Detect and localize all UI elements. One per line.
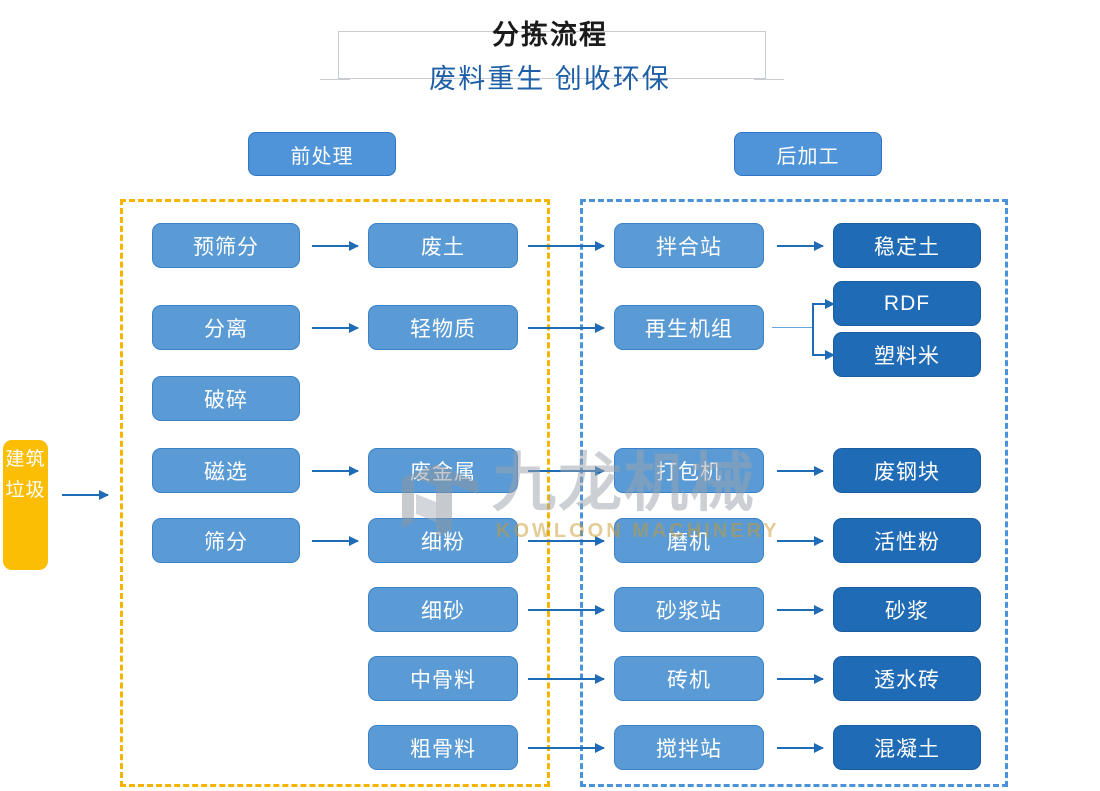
node-col1-3[interactable]: 磁选 <box>152 448 300 493</box>
arrow-branch-to-rdf <box>812 299 835 309</box>
arrow-col3-0-to-col4-0 <box>777 241 824 251</box>
node-col4-1[interactable]: RDF <box>833 281 981 326</box>
arrow-col2-5-to-col3-5 <box>528 674 605 684</box>
node-col2-2[interactable]: 废金属 <box>368 448 518 493</box>
arrow-col3-5-to-col4-6 <box>777 674 824 684</box>
node-col1-4[interactable]: 筛分 <box>152 518 300 563</box>
branch-stem-recycling-unit <box>772 327 814 328</box>
arrow-col1-3-to-col2-2 <box>312 466 359 476</box>
node-col2-0[interactable]: 废土 <box>368 223 518 268</box>
source-node-construction-waste[interactable]: 建筑垃圾 <box>3 440 48 570</box>
stage-label-preprocessing[interactable]: 前处理 <box>248 132 396 176</box>
node-col1-0[interactable]: 预筛分 <box>152 223 300 268</box>
title-decoration-frame <box>338 31 766 79</box>
node-col3-5[interactable]: 砖机 <box>614 656 764 701</box>
arrow-col1-0-to-col2-0 <box>312 241 359 251</box>
node-col3-3[interactable]: 磨机 <box>614 518 764 563</box>
stage-label-postprocessing[interactable]: 后加工 <box>734 132 882 176</box>
node-col2-6[interactable]: 粗骨料 <box>368 725 518 770</box>
arrow-col3-3-to-col4-4 <box>777 536 824 546</box>
node-col4-2[interactable]: 塑料米 <box>833 332 981 377</box>
node-col4-3[interactable]: 废钢块 <box>833 448 981 493</box>
node-col3-6[interactable]: 搅拌站 <box>614 725 764 770</box>
arrow-col3-2-to-col4-3 <box>777 466 824 476</box>
arrow-col2-1-to-col3-1 <box>528 323 605 333</box>
node-col4-0[interactable]: 稳定土 <box>833 223 981 268</box>
arrow-col3-4-to-col4-5 <box>777 605 824 615</box>
branch-vertical-recycling-unit <box>812 303 814 355</box>
node-col2-3[interactable]: 细粉 <box>368 518 518 563</box>
node-col2-1[interactable]: 轻物质 <box>368 305 518 350</box>
arrow-col2-4-to-col3-4 <box>528 605 605 615</box>
arrow-col3-6-to-col4-7 <box>777 743 824 753</box>
title-rule-left <box>320 79 350 80</box>
node-col3-1[interactable]: 再生机组 <box>614 305 764 350</box>
node-col4-7[interactable]: 混凝土 <box>833 725 981 770</box>
page-title: 分拣流程 <box>492 20 608 50</box>
node-col4-6[interactable]: 透水砖 <box>833 656 981 701</box>
node-col3-2[interactable]: 打包机 <box>614 448 764 493</box>
group-preprocessing <box>120 199 550 787</box>
node-col2-4[interactable]: 细砂 <box>368 587 518 632</box>
node-col1-1[interactable]: 分离 <box>152 305 300 350</box>
arrow-branch-to-plastic-pellet <box>812 350 835 360</box>
title-rule-right <box>754 79 784 80</box>
arrow-col2-6-to-col3-6 <box>528 743 605 753</box>
node-col4-4[interactable]: 活性粉 <box>833 518 981 563</box>
group-postprocessing <box>580 199 1008 787</box>
node-col3-4[interactable]: 砂浆站 <box>614 587 764 632</box>
node-col2-5[interactable]: 中骨料 <box>368 656 518 701</box>
node-col1-2[interactable]: 破碎 <box>152 376 300 421</box>
arrow-col1-1-to-col2-1 <box>312 323 359 333</box>
arrow-col2-2-to-col3-2 <box>528 466 605 476</box>
arrow-col1-4-to-col2-3 <box>312 536 359 546</box>
node-col3-0[interactable]: 拌合站 <box>614 223 764 268</box>
node-col4-5[interactable]: 砂浆 <box>833 587 981 632</box>
arrow-col2-3-to-col3-3 <box>528 536 605 546</box>
page-subtitle: 废料重生 创收环保 <box>429 64 671 94</box>
arrow-col2-0-to-col3-0 <box>528 241 605 251</box>
arrow-source-to-preprocessing <box>62 490 109 500</box>
